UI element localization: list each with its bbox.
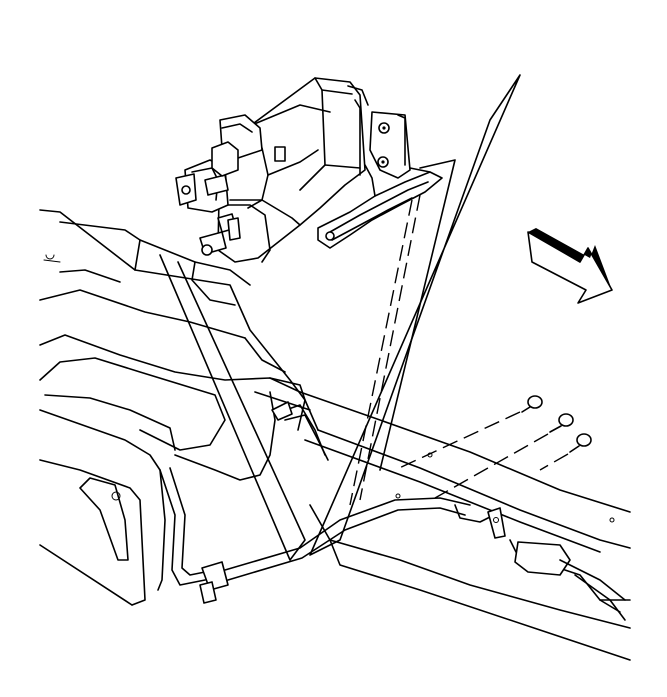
bolt-2 xyxy=(434,413,574,499)
alignment-lines xyxy=(349,194,421,506)
forward-arrow-icon xyxy=(527,228,613,304)
vent-hose xyxy=(159,401,471,604)
bolts xyxy=(394,395,592,499)
frame-rail xyxy=(299,391,631,661)
callout-frame xyxy=(159,74,521,561)
bolt-1 xyxy=(394,395,543,471)
canister-bracket xyxy=(317,111,443,249)
bolt-3 xyxy=(539,433,592,471)
evap-canister xyxy=(175,77,369,263)
